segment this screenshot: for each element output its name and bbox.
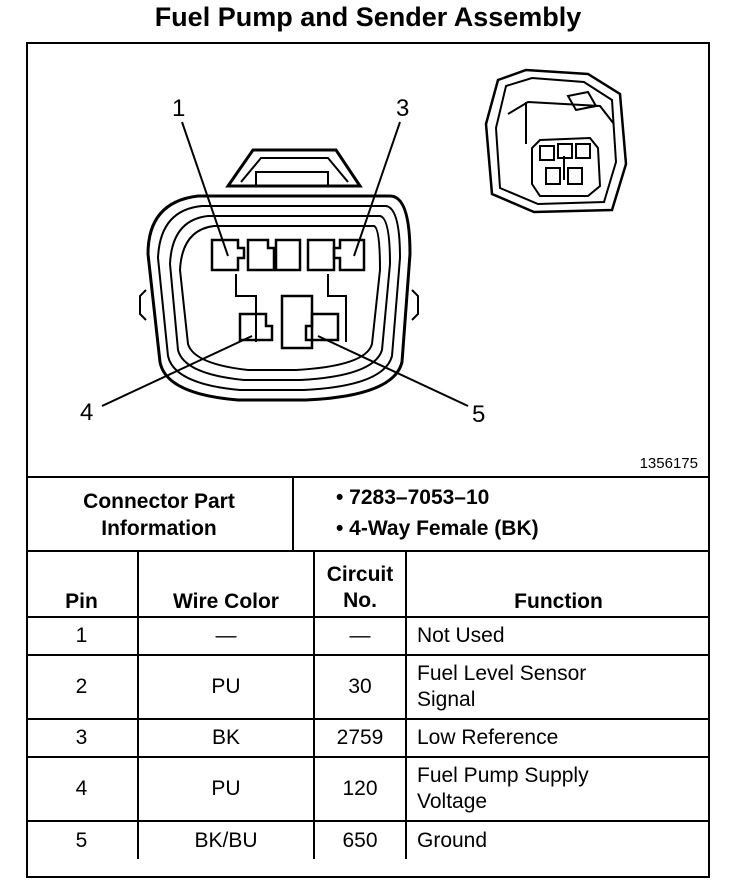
- connector-info-row: Connector Part Information • 7283–7053–1…: [26, 476, 710, 552]
- circuit-cell: 650: [313, 820, 407, 859]
- pinout-table: Pin Wire Color Circuit No. Function 1 — …: [26, 550, 710, 859]
- wire-color-cell: PU: [137, 756, 315, 822]
- table-row: 1 — — Not Used: [26, 616, 710, 656]
- circuit-cell: 120: [313, 756, 407, 822]
- wire-color-cell: BK/BU: [137, 820, 315, 859]
- function-cell: Low Reference: [405, 718, 710, 758]
- table-header-row: Pin Wire Color Circuit No. Function: [26, 550, 710, 618]
- wire-color-cell: —: [137, 616, 315, 656]
- header-wire-color: Wire Color: [137, 550, 315, 618]
- connector-info-list: • 7283–7053–10 • 4-Way Female (BK): [294, 482, 708, 544]
- diagram-frame: [26, 42, 710, 878]
- callout-5: 5: [472, 401, 485, 428]
- circuit-cell: 2759: [313, 718, 407, 758]
- table-row: 2 PU 30 Fuel Level Sensor Signal: [26, 654, 710, 720]
- connector-isometric-drawing: [484, 68, 628, 214]
- callout-3: 3: [396, 95, 409, 122]
- pin-cell: 1: [26, 616, 139, 656]
- table-row: 3 BK 2759 Low Reference: [26, 718, 710, 758]
- header-function: Function: [405, 550, 710, 618]
- header-pin: Pin: [26, 550, 139, 618]
- table-row: 5 BK/BU 650 Ground: [26, 820, 710, 859]
- circuit-cell: —: [313, 616, 407, 656]
- figure-id: 1356175: [639, 455, 698, 472]
- connector-type: • 4-Way Female (BK): [336, 517, 539, 540]
- connector-part-label: Connector Part Information: [26, 478, 294, 552]
- header-circuit-no: Circuit No.: [313, 550, 407, 618]
- circuit-cell: 30: [313, 654, 407, 720]
- connector-part-number: • 7283–7053–10: [336, 486, 490, 509]
- pin-cell: 2: [26, 654, 139, 720]
- pin-cell: 3: [26, 718, 139, 758]
- pin-cell: 5: [26, 820, 139, 859]
- connector-illustration: 1 3 4 5: [80, 68, 628, 428]
- function-cell: Fuel Pump Supply Voltage: [405, 756, 710, 822]
- function-cell: Not Used: [405, 616, 710, 656]
- table-row: 4 PU 120 Fuel Pump Supply Voltage: [26, 756, 710, 822]
- diagram-title: Fuel Pump and Sender Assembly: [154, 2, 582, 32]
- wire-color-cell: BK: [137, 718, 315, 758]
- callout-4: 4: [80, 399, 93, 426]
- function-cell: Ground: [405, 820, 710, 859]
- pin-cell: 4: [26, 756, 139, 822]
- function-cell: Fuel Level Sensor Signal: [405, 654, 710, 720]
- connector-face-drawing: [101, 121, 469, 407]
- callout-1: 1: [172, 95, 185, 122]
- wire-color-cell: PU: [137, 654, 315, 720]
